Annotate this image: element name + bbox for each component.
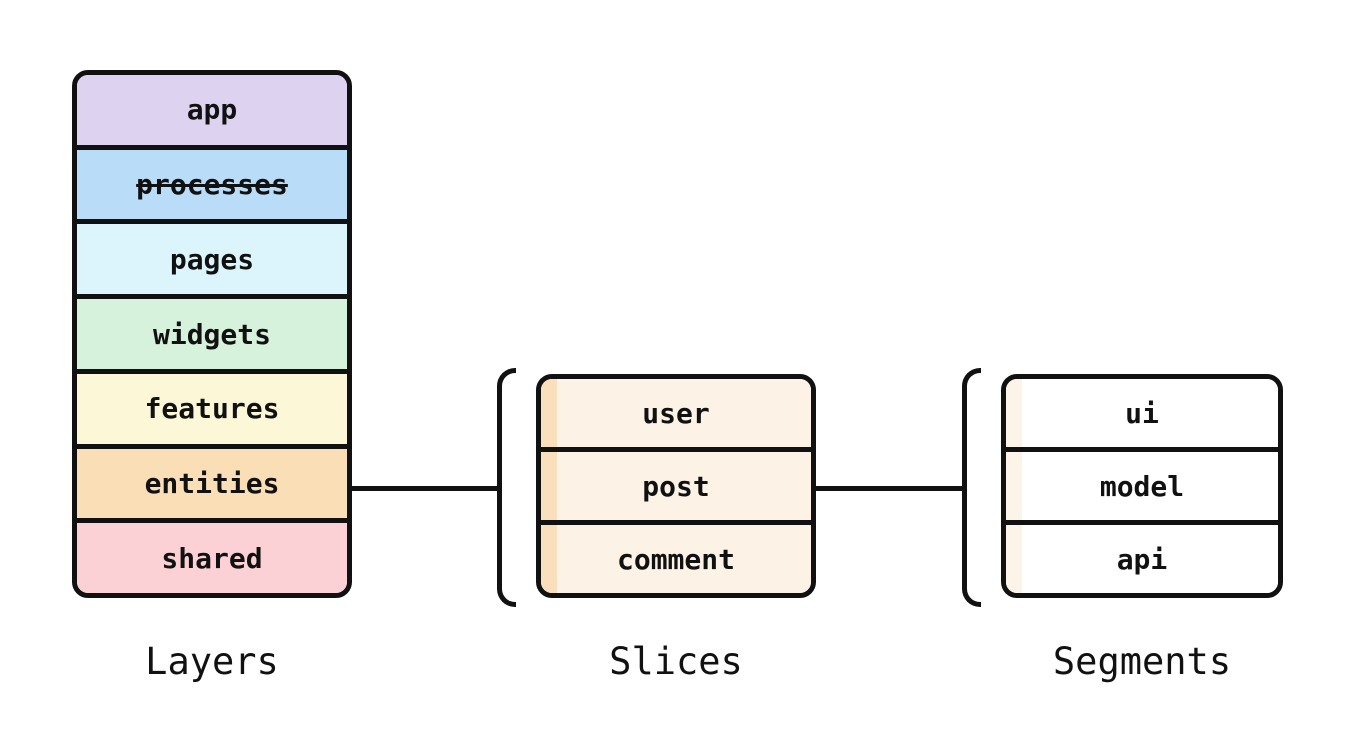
slices-row-user: user [541, 379, 811, 447]
layers-row-app: app [77, 75, 347, 145]
layers-row-label: entities [144, 466, 280, 500]
layers-row-features: features [77, 368, 347, 444]
slices-caption: Slices [609, 640, 743, 683]
connector-slices-segments [814, 486, 964, 491]
slices-stack: user post comment [536, 374, 816, 598]
layers-row-pages: pages [77, 219, 347, 295]
segments-caption: Segments [1052, 640, 1232, 683]
segments-row-api: api [1006, 520, 1278, 593]
layers-row-label: app [186, 93, 238, 127]
segments-bracket-icon [962, 368, 981, 607]
slices-bracket-icon [497, 368, 516, 607]
slices-row-label: user [642, 396, 710, 430]
layers-caption: Layers [145, 640, 279, 683]
slices-row-label: comment [616, 542, 735, 576]
layers-row-label: features [144, 392, 280, 426]
layers-row-entities: entities [77, 443, 347, 519]
slices-row-post: post [541, 447, 811, 520]
slices-row-comment: comment [541, 520, 811, 593]
layers-row-label: processes [136, 168, 288, 202]
segments-row-label: model [1099, 469, 1185, 503]
segments-row-model: model [1006, 447, 1278, 520]
segments-row-label: ui [1125, 396, 1159, 430]
layers-row-widgets: widgets [77, 294, 347, 369]
layers-row-label: widgets [152, 317, 271, 351]
segments-row-ui: ui [1006, 379, 1278, 447]
layers-stack: app processes pages widgets features entities… [72, 70, 352, 598]
layers-row-processes: processes [77, 144, 347, 220]
layers-row-label: pages [169, 242, 255, 276]
segments-row-label: api [1116, 542, 1168, 576]
slices-row-label: post [642, 469, 710, 503]
connector-layers-slices [350, 486, 498, 491]
layers-row-shared: shared [77, 518, 347, 593]
segments-stack: ui model api [1001, 374, 1283, 598]
layers-row-label: shared [161, 541, 263, 575]
